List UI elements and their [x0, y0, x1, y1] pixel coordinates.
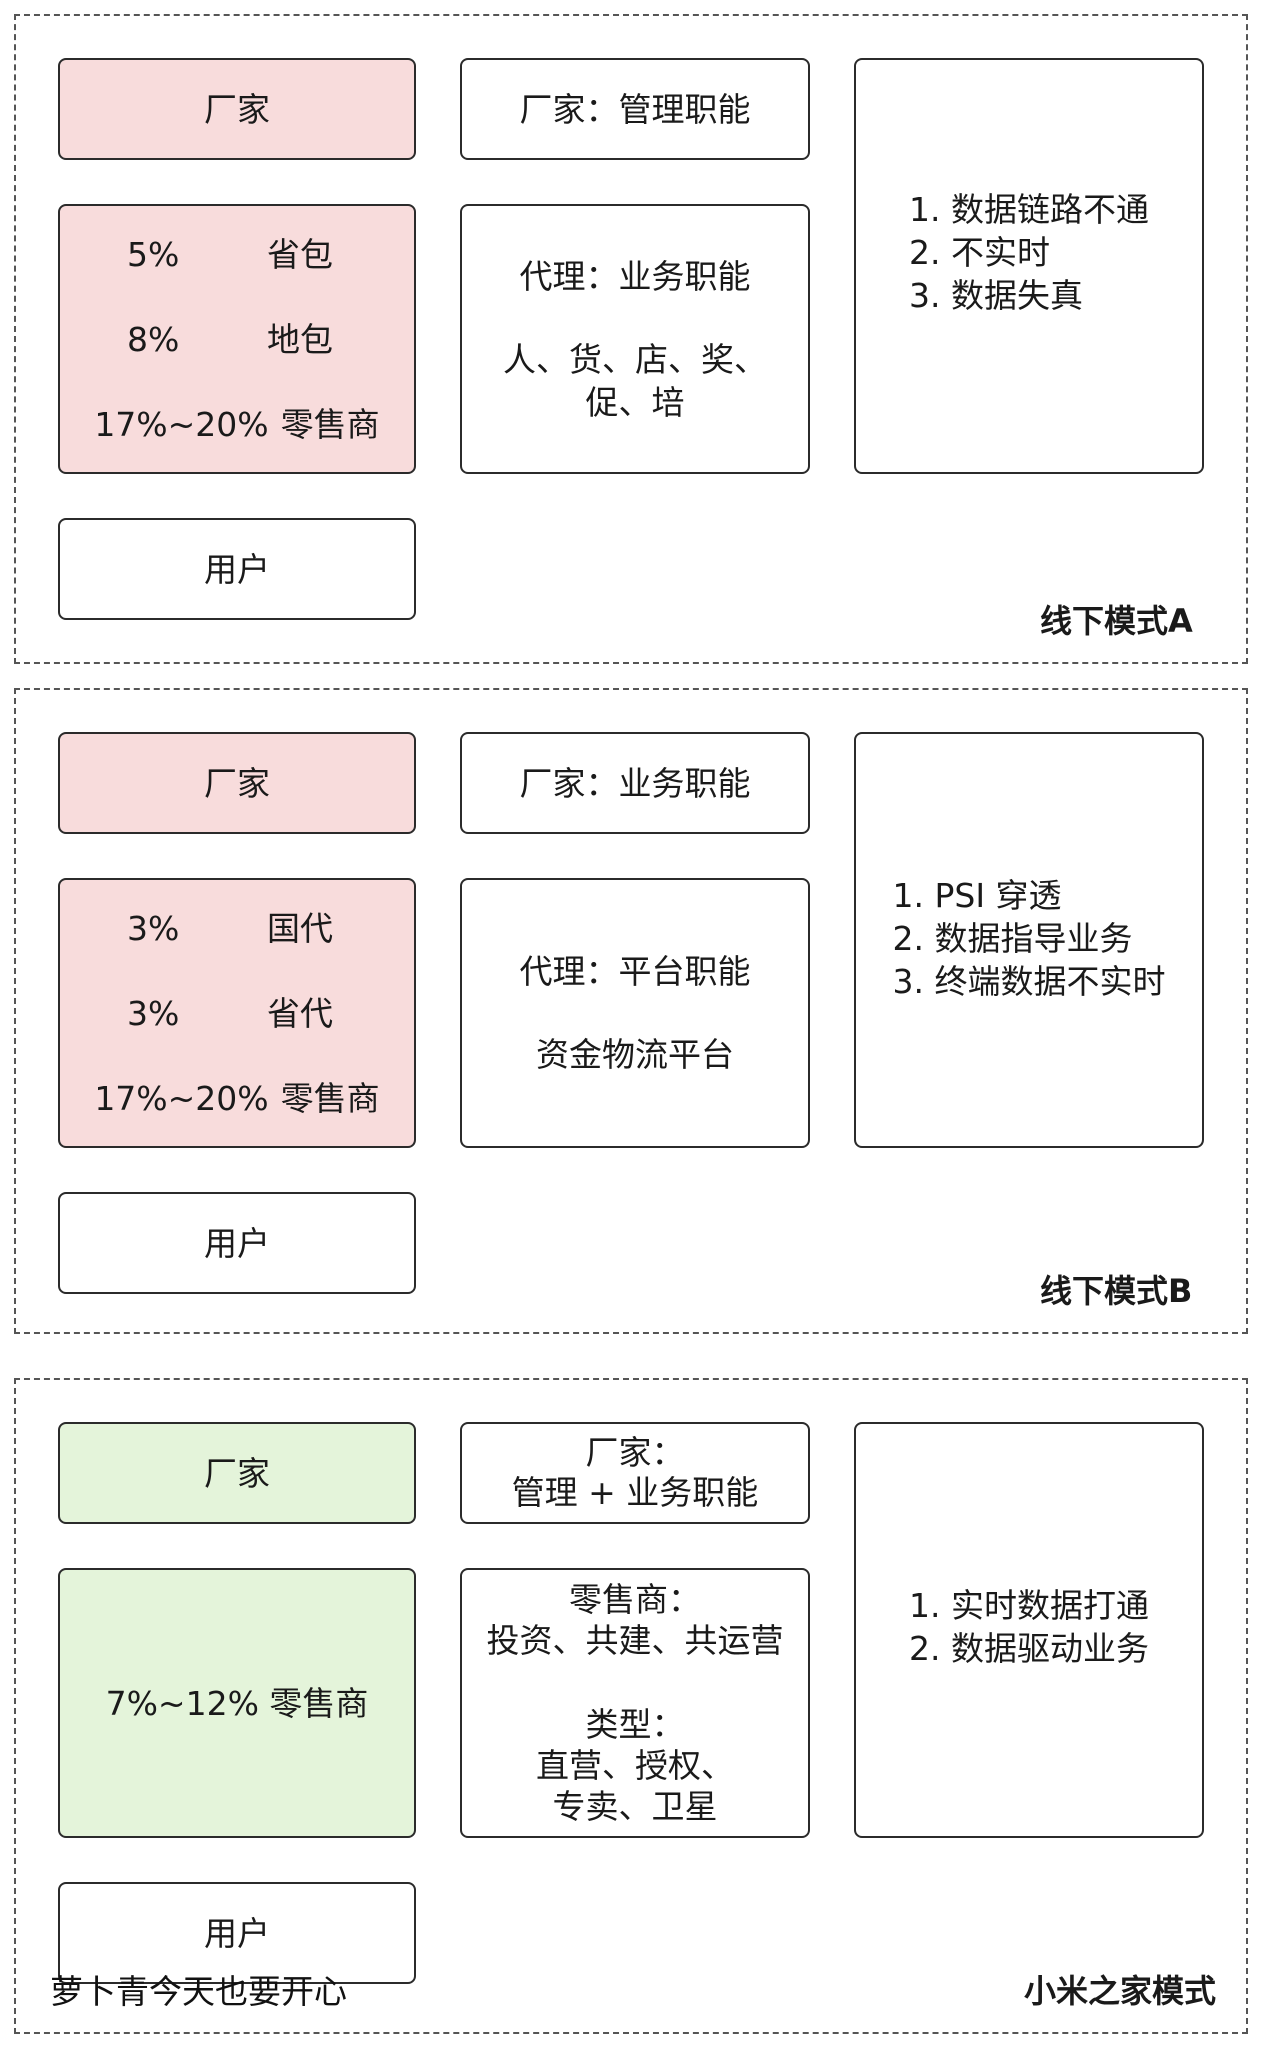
points-list: 1. 实时数据打通 2. 数据驱动业务 [909, 1584, 1149, 1670]
channel-pct: 3% [127, 993, 180, 1033]
manufacturer-box: 厂家 [58, 58, 416, 160]
role-top-box: 厂家：业务职能 [460, 732, 810, 834]
role-mid-detail: 人、货、店、奖、 [503, 339, 767, 379]
channel-pct: 3% [127, 908, 180, 948]
channel-row: 3% 国代 [60, 907, 414, 950]
panel-offline-mode-b: 厂家 3% 国代 3% 省代 17%~20% 零售商 用户 厂家：业务职能 代理… [14, 688, 1248, 1334]
channel-row: 17%~20% 零售商 [60, 403, 414, 446]
role-top-label: 厂家：业务职能 [519, 763, 751, 803]
role-mid-detail: 资金物流平台 [536, 1035, 734, 1074]
manufacturer-box: 厂家 [58, 1422, 416, 1524]
channel-row: 17%~20% 零售商 [60, 1077, 414, 1120]
manufacturer-label: 厂家 [204, 89, 270, 129]
channel-row: 8% 地包 [60, 318, 414, 361]
role-mid-box: 代理：业务职能 人、货、店、奖、 促、培 [460, 204, 810, 474]
channel-pct: 17%~20% [94, 404, 269, 444]
role-top-label: 管理 + 业务职能 [511, 1473, 759, 1512]
user-box: 用户 [58, 1882, 416, 1984]
channel-row: 5% 省包 [60, 233, 414, 276]
points-box: 1. 实时数据打通 2. 数据驱动业务 [854, 1422, 1204, 1838]
panel-title: 线下模式A [1040, 602, 1193, 640]
channel-label: 7%~12% 零售商 [105, 1683, 369, 1723]
role-mid-box: 零售商： 投资、共建、共运营 类型： 直营、授权、 专卖、卫星 [460, 1568, 810, 1838]
manufacturer-label: 厂家 [204, 763, 270, 803]
channel-margin-box: 3% 国代 3% 省代 17%~20% 零售商 [58, 878, 416, 1148]
point-item: 1. PSI 穿透 [892, 876, 1062, 915]
point-item: 3. 终端数据不实时 [892, 962, 1166, 1001]
watermark: 萝卜青今天也要开心 [50, 1972, 347, 2011]
points-list: 1. PSI 穿透 2. 数据指导业务 3. 终端数据不实时 [893, 874, 1166, 1003]
channel-label: 地包 [267, 319, 333, 359]
role-mid-title: 代理：业务职能 [519, 256, 751, 296]
point-item: 2. 数据指导业务 [892, 919, 1133, 958]
points-box: 1. PSI 穿透 2. 数据指导业务 3. 终端数据不实时 [854, 732, 1204, 1148]
role-mid-detail: 促、培 [585, 382, 685, 422]
points-list: 1. 数据链路不通 2. 不实时 3. 数据失真 [909, 188, 1149, 317]
role-top-box: 厂家：管理职能 [460, 58, 810, 160]
point-item: 2. 数据驱动业务 [909, 1629, 1149, 1668]
role-mid-label: 零售商： [569, 1580, 701, 1619]
channel-row: 3% 省代 [60, 992, 414, 1035]
panel-title: 小米之家模式 [1024, 1972, 1217, 2010]
point-item: 3. 数据失真 [909, 276, 1083, 315]
panel-offline-mode-a: 厂家 5% 省包 8% 地包 17%~20% 零售商 用户 厂家：管理职能 代理… [14, 14, 1248, 664]
role-top-box: 厂家： 管理 + 业务职能 [460, 1422, 810, 1524]
role-mid-title: 代理：平台职能 [519, 952, 751, 991]
channel-pct: 5% [127, 234, 180, 274]
role-mid-label: 投资、共建、共运营 [486, 1621, 784, 1660]
role-mid-label: 专卖、卫星 [552, 1787, 718, 1826]
points-box: 1. 数据链路不通 2. 不实时 3. 数据失真 [854, 58, 1204, 474]
user-label: 用户 [204, 549, 270, 589]
user-label: 用户 [204, 1913, 270, 1953]
panel-xiaomi-home-mode: 厂家 7%~12% 零售商 用户 厂家： 管理 + 业务职能 零售商： 投资、共… [14, 1378, 1248, 2034]
channel-pct: 8% [127, 319, 180, 359]
role-top-label: 厂家： [585, 1433, 685, 1472]
channel-label: 省代 [267, 993, 333, 1033]
channel-label: 零售商 [280, 1078, 380, 1118]
channel-margin-box: 7%~12% 零售商 [58, 1568, 416, 1838]
manufacturer-box: 厂家 [58, 732, 416, 834]
user-box: 用户 [58, 1192, 416, 1294]
role-mid-label: 直营、授权、 [536, 1746, 734, 1785]
point-item: 1. 数据链路不通 [909, 190, 1149, 229]
role-mid-label: 类型： [585, 1705, 685, 1744]
user-label: 用户 [204, 1223, 270, 1263]
user-box: 用户 [58, 518, 416, 620]
channel-margin-box: 5% 省包 8% 地包 17%~20% 零售商 [58, 204, 416, 474]
panel-title: 线下模式B [1040, 1272, 1193, 1310]
channel-label: 零售商 [280, 404, 380, 444]
channel-pct: 17%~20% [94, 1078, 269, 1118]
manufacturer-label: 厂家 [204, 1453, 270, 1493]
role-mid-box: 代理：平台职能 资金物流平台 [460, 878, 810, 1148]
point-item: 2. 不实时 [909, 233, 1050, 272]
channel-label: 国代 [267, 908, 333, 948]
role-top-label: 厂家：管理职能 [519, 89, 751, 129]
point-item: 1. 实时数据打通 [909, 1586, 1149, 1625]
channel-label: 省包 [267, 234, 333, 274]
